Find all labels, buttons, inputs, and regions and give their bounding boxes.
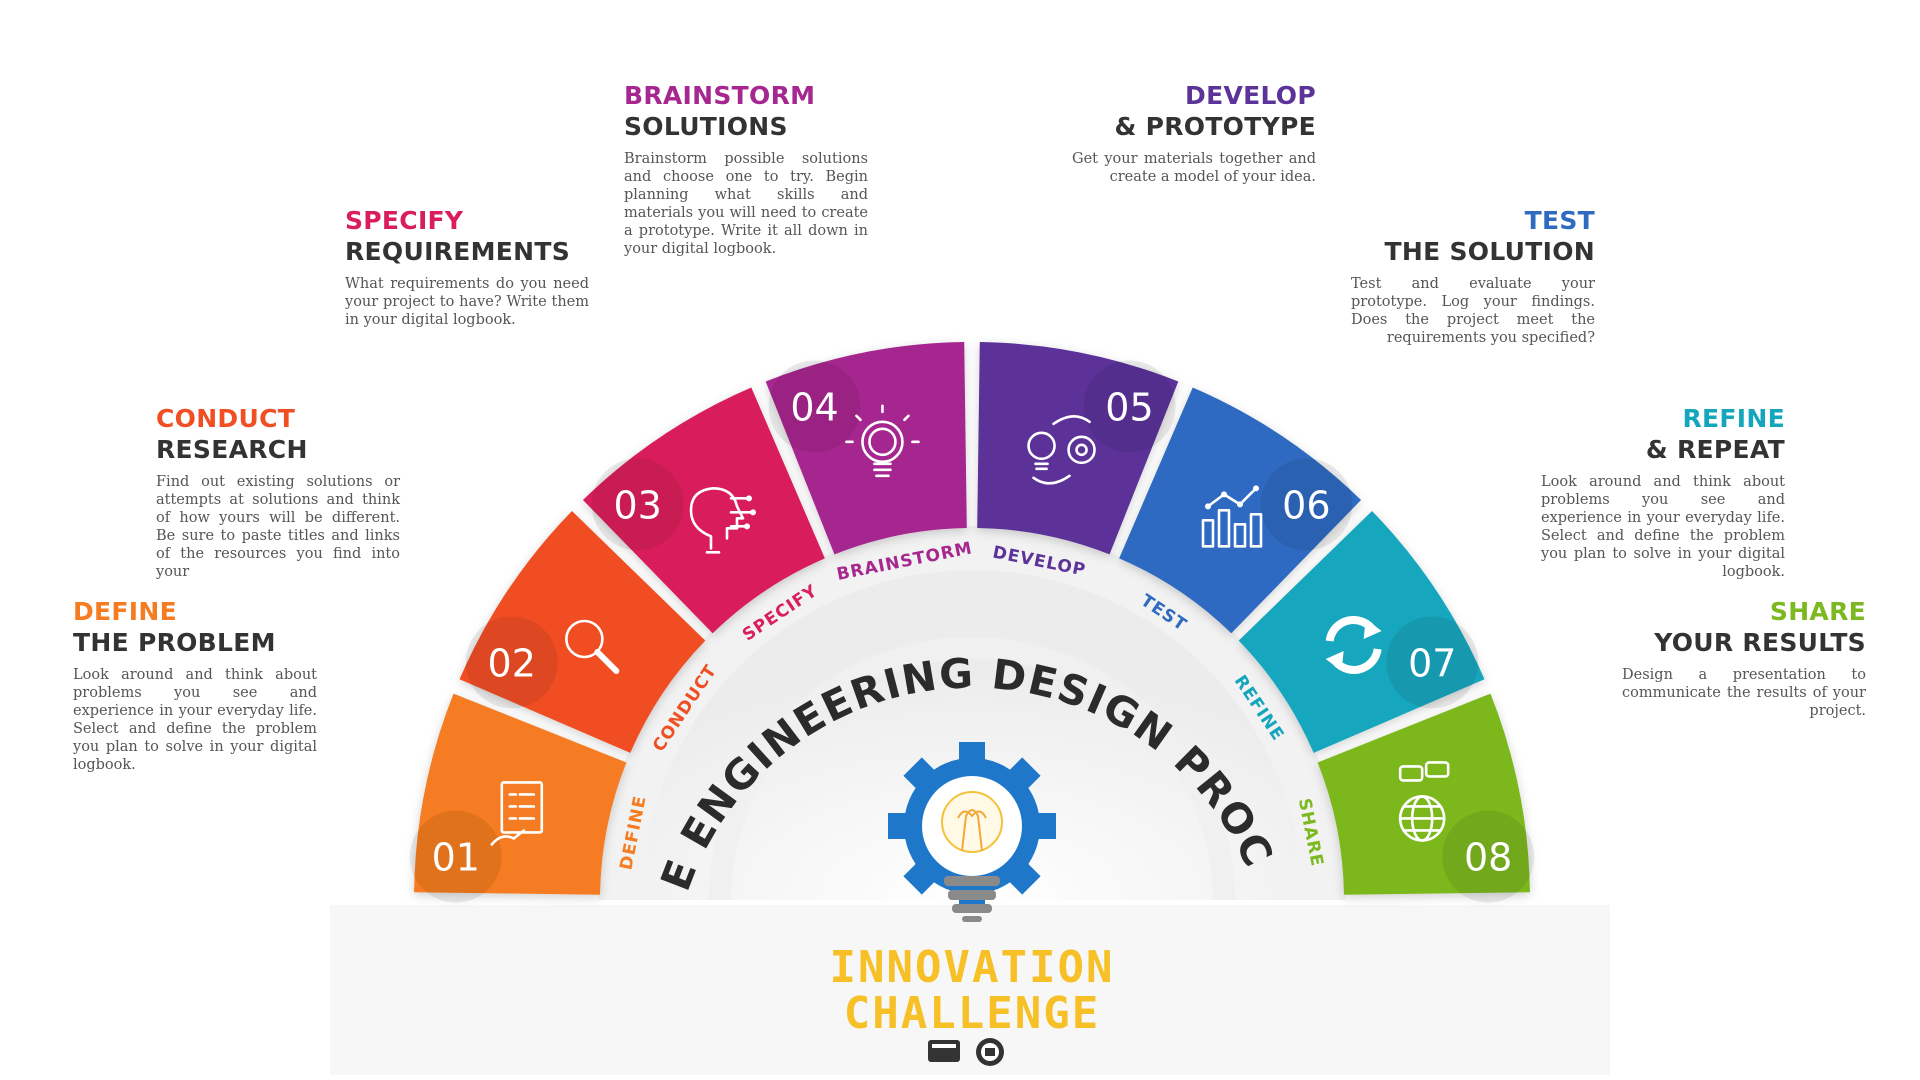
step-test-text: TEST THE SOLUTION Test and evaluate your… [1351,205,1595,347]
step-heading-accent: SPECIFY [345,206,464,235]
magnifier-icon [565,619,620,674]
segment-number: 05 [1105,386,1153,430]
segment-number: 02 [488,641,536,685]
step-brainstorm-text: BRAINSTORM SOLUTIONS Brainstorm possible… [624,80,868,258]
step-heading: REQUIREMENTS [345,237,571,266]
step-heading: RESEARCH [156,435,308,464]
step-description: Get your materials together and create a… [1072,151,1316,185]
step-description: Design a presentation to communicate the… [1622,667,1866,719]
number-bubble [465,616,558,709]
checklist-hand-icon [490,781,544,846]
step-develop-text: DEVELOP & PROTOTYPE Get your materials t… [1072,80,1316,186]
gear-bulb-logo [888,742,1056,922]
number-bubble [1083,360,1176,453]
step-heading-accent: DEVELOP [1185,81,1316,110]
logo-line-2: CHALLENGE [844,988,1100,1039]
segment-number: 03 [613,483,661,527]
number-bubble [409,810,502,903]
segment-number: 08 [1464,836,1512,880]
segment-refine: 07 [1238,510,1485,753]
step-define-text: DEFINE THE PROBLEM Look around and think… [73,596,317,774]
step-heading: THE SOLUTION [1384,237,1595,266]
number-bubble [591,458,684,551]
step-heading: SOLUTIONS [624,112,788,141]
head-circuit-icon [689,487,756,554]
step-refine-text: REFINE & REPEAT Look around and think ab… [1541,403,1785,581]
bar-chart-icon [1201,485,1263,548]
step-heading-accent: TEST [1524,206,1595,235]
segment-brainstorm: 04 [765,342,967,555]
step-description: Test and evaluate your prototype. Log yo… [1351,276,1595,346]
segment-number: 07 [1408,641,1456,685]
bulb-gear-icon [1027,415,1096,485]
refresh-icon [1325,615,1382,674]
step-description: What requirements do you need your proje… [345,276,589,328]
step-description: Look around and think about problems you… [73,667,317,773]
segment-conduct: 02 [459,510,706,753]
step-description: Look around and think about problems you… [1541,474,1785,580]
step-description: Find out existing solutions or attempts … [156,474,400,580]
step-heading: & PROTOTYPE [1114,112,1316,141]
sponsor-badges [928,1038,1004,1066]
step-heading-accent: SHARE [1769,597,1866,626]
number-bubble [1442,810,1535,903]
label-band [598,526,1346,900]
step-heading: THE PROBLEM [73,628,276,657]
segment-test: 06 [1119,387,1362,634]
segment-test-shape [1119,387,1362,634]
segment-specify-shape [582,387,825,634]
globe-chat-icon [1398,761,1450,842]
segment-number: 06 [1282,483,1330,527]
logo-line-1: INNOVATION [830,942,1115,993]
segment-number: 04 [790,386,838,430]
step-heading-accent: BRAINSTORM [624,81,816,110]
number-bubble [768,360,861,453]
segment-specify: 03 [582,387,825,634]
step-heading: YOUR RESULTS [1654,628,1866,657]
step-conduct-text: CONDUCT RESEARCH Find out existing solut… [156,403,400,581]
number-bubble [1386,616,1479,709]
number-bubble [1260,458,1353,551]
lightbulb-icon [845,404,920,478]
segment-number: 01 [432,836,480,880]
step-specify-text: SPECIFY REQUIREMENTS What requirements d… [345,205,589,329]
step-heading-accent: REFINE [1682,404,1785,433]
step-share-text: SHARE YOUR RESULTS Design a presentation… [1622,596,1866,720]
step-heading-accent: DEFINE [73,597,178,626]
step-heading: & REPEAT [1645,435,1785,464]
step-heading-accent: CONDUCT [156,404,296,433]
segment-share: 08 [1317,693,1535,903]
step-description: Brainstorm possible solutions and choose… [624,151,868,257]
